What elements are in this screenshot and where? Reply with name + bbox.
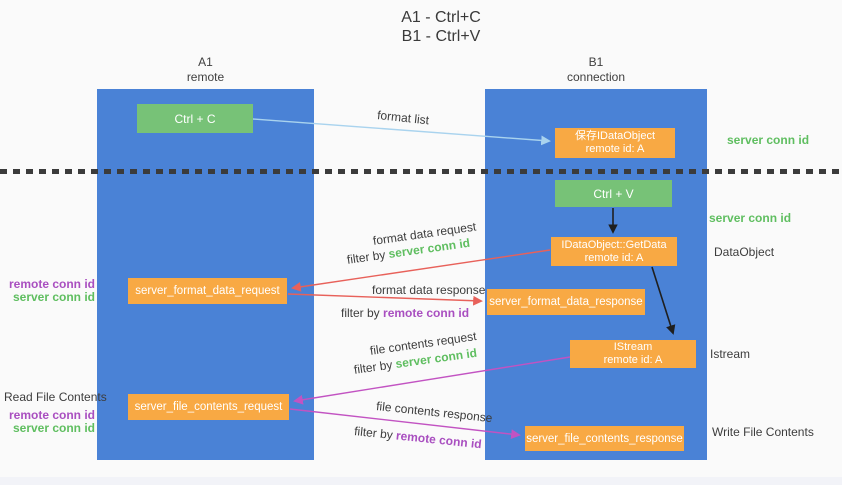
istream-line2: remote id: A: [603, 354, 663, 366]
istream-annotation: Istream: [710, 347, 751, 361]
ctrl-v-node: Ctrl + V: [555, 180, 672, 207]
lane-header-a1: A1 remote: [97, 55, 314, 85]
file-contents-request-arrow: [293, 356, 571, 405]
save-idataobject-node: 保存IDataObject remote id: A: [555, 128, 675, 158]
getdata-node: IDataObject::GetData remote id: A: [551, 237, 677, 266]
filter-by-remote-conn-id-label-1: filter by remote conn id: [341, 306, 469, 320]
format-list-arrow: [252, 118, 551, 146]
file-contents-response-arrow: [289, 408, 521, 439]
diagram-title: A1 - Ctrl+C B1 - Ctrl+V: [341, 8, 541, 46]
write-file-contents-annotation: Write File Contents: [712, 425, 814, 439]
format-data-response-label: format data response: [372, 283, 486, 297]
left-remote-conn-id-2: remote conn id: [8, 408, 95, 422]
server-format-data-request-label: server_format_data_request: [135, 285, 280, 297]
server-file-contents-request-node: server_file_contents_request: [128, 394, 289, 420]
right-server-conn-id-1: server conn id: [727, 133, 810, 147]
left-remote-conn-id-1: remote conn id: [8, 277, 95, 291]
lane-header-b1: B1 connection: [485, 55, 707, 85]
server-format-data-response-label: server_format_data_response: [489, 296, 643, 308]
right-server-conn-id-2: server conn id: [709, 211, 792, 225]
format-data-request-arrow: [291, 249, 551, 292]
ctrl-c-label: Ctrl + C: [174, 111, 216, 126]
left-conn-id-group-1: remote conn id server conn id: [4, 278, 95, 304]
lane-a1-subtitle: remote: [186, 70, 225, 84]
diagram-title-line2: B1 - Ctrl+V: [401, 28, 481, 45]
server-format-data-request-node: server_format_data_request: [128, 278, 287, 304]
ctrl-v-label: Ctrl + V: [593, 186, 634, 201]
left-conn-id-group-2: remote conn id server conn id: [4, 409, 95, 435]
getdata-line1: IDataObject::GetData: [561, 238, 667, 251]
server-file-contents-response-node: server_file_contents_response: [525, 426, 684, 451]
lane-b1-subtitle: connection: [566, 70, 626, 84]
server-file-contents-response-label: server_file_contents_response: [526, 432, 683, 445]
lane-a1-name: A1: [198, 55, 213, 69]
lane-b1-name: B1: [588, 55, 604, 69]
getdata-to-istream-arrow: [651, 266, 676, 335]
dataobject-annotation: DataObject: [714, 245, 775, 259]
format-data-response-arrow: [287, 293, 483, 306]
istream-line1: IStream: [613, 341, 653, 353]
phase-separator-dotted-line: [0, 169, 842, 174]
getdata-line2: remote id: A: [584, 251, 644, 264]
diagram-title-line1: A1 - Ctrl+C: [401, 9, 481, 26]
server-file-contents-request-label: server_file_contents_request: [134, 401, 283, 413]
save-idataobject-line2: remote id: A: [585, 143, 645, 155]
server-format-data-response-node: server_format_data_response: [487, 289, 645, 315]
save-idataobject-line1: 保存IDataObject: [574, 130, 656, 142]
left-server-conn-id-1: server conn id: [12, 290, 95, 304]
bottom-edge-strip: [0, 477, 842, 485]
ctrl-c-node: Ctrl + C: [137, 104, 253, 133]
left-server-conn-id-2: server conn id: [12, 421, 95, 435]
remote-conn-id-text: remote conn id: [383, 306, 470, 320]
read-file-contents-annotation: Read File Contents: [4, 390, 107, 404]
filter-by-text: filter by: [341, 306, 380, 320]
istream-node: IStream remote id: A: [570, 340, 696, 368]
